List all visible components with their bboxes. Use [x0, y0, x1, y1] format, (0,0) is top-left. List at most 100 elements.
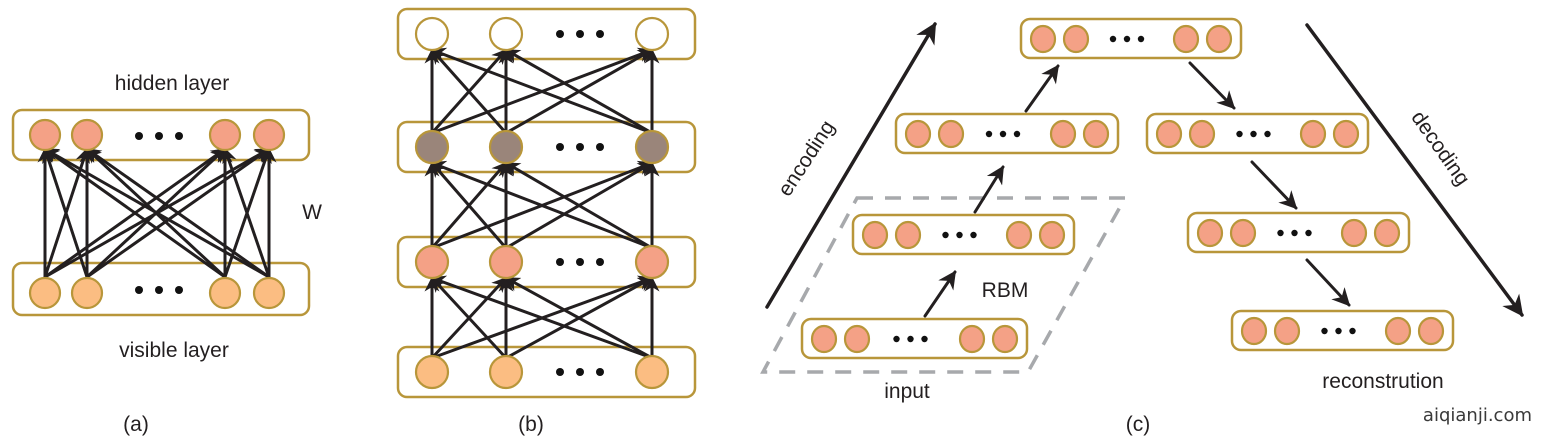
hidden-layer-label: hidden layer	[115, 72, 229, 95]
decode-arrow	[1250, 160, 1298, 210]
layer-edge	[504, 276, 654, 360]
ellipsis-dot	[556, 30, 564, 38]
encoder-layer-1-node	[1005, 220, 1033, 250]
input-layer-node	[810, 324, 838, 354]
ellipsis-dots	[1236, 130, 1271, 138]
hidden-layer-1-node	[488, 244, 524, 280]
ellipsis-dot	[1123, 35, 1131, 43]
weight-edge	[222, 147, 271, 279]
encoder-layer-2-node	[904, 119, 932, 149]
decoder-layer-1-node	[1155, 119, 1183, 149]
ellipsis-dot	[893, 335, 900, 343]
top-layer-node	[414, 16, 450, 52]
weight-edge	[85, 147, 271, 279]
ellipsis-dot	[985, 130, 993, 138]
decoder-layer-2-node	[1196, 218, 1224, 248]
layer-edge	[504, 48, 654, 135]
decoder-layer-2-node	[1373, 218, 1401, 248]
encode-arrow	[1024, 64, 1060, 113]
ellipsis-dot	[596, 30, 604, 38]
ellipsis-dots	[135, 132, 183, 140]
encode-arrow	[973, 165, 1005, 214]
top-layer-node	[634, 16, 670, 52]
decoder-layer-1-node	[1299, 119, 1327, 149]
input-label: input	[884, 380, 930, 403]
ellipsis-dot	[999, 130, 1007, 138]
visible-layer-box	[396, 345, 697, 399]
hidden-layer-2-node	[414, 129, 450, 165]
encoding-arrow	[765, 22, 937, 309]
ellipsis-dot	[596, 143, 604, 151]
ellipsis-dot	[1291, 229, 1298, 237]
ellipsis-dots	[556, 30, 604, 38]
ellipsis-dot	[1349, 327, 1356, 335]
code-layer-node	[1205, 24, 1233, 54]
ellipsis-dot	[576, 368, 584, 376]
hidden-layer-1-box	[396, 235, 697, 289]
ellipsis-dot	[596, 368, 604, 376]
decode-arrow	[1188, 61, 1236, 110]
encoding-label: encoding	[774, 116, 840, 200]
layer-edge	[504, 161, 654, 250]
ellipsis-dot	[556, 143, 564, 151]
encoder-layer-1-node	[894, 220, 922, 250]
encoder-layer-2-node	[937, 119, 965, 149]
ellipsis-dot	[576, 143, 584, 151]
hidden-layer-2-box	[396, 120, 697, 174]
ellipsis-dot	[907, 335, 914, 343]
ellipsis-dot	[155, 132, 163, 140]
code-layer-node	[1029, 24, 1057, 54]
weight-edge	[42, 147, 89, 279]
watermark: aiqianji.com	[1423, 405, 1532, 426]
ellipsis-dots	[135, 286, 183, 294]
ellipsis-dot	[1236, 130, 1243, 138]
encode-arrow	[923, 270, 957, 318]
panel-c-autoencoder	[760, 17, 1524, 374]
ellipsis-dots	[893, 335, 928, 343]
input-layer-node	[958, 324, 986, 354]
decoder-layer-1-node	[1332, 119, 1360, 149]
layer-edge	[430, 47, 654, 135]
ellipsis-dot	[1321, 327, 1328, 335]
encoder-layer-1-node	[861, 220, 889, 250]
rbm-dashed-outline	[760, 196, 1128, 374]
ellipsis-dot	[942, 231, 949, 239]
input-layer-node	[843, 324, 871, 354]
visible-node	[70, 276, 104, 310]
reconstruction-layer-node	[1240, 316, 1268, 346]
hidden-layer-1-node	[414, 244, 450, 280]
decoder-layer-1-node	[1188, 119, 1216, 149]
encoder-layer-2-box	[894, 112, 1120, 155]
layer-edge	[430, 275, 654, 360]
decoder-layer-1-box	[1145, 112, 1370, 155]
input-layer-box	[800, 317, 1029, 360]
layer-edge	[430, 161, 508, 250]
decoding-label: decoding	[1406, 107, 1474, 190]
ellipsis-dot	[956, 231, 963, 239]
weight-edge	[43, 147, 271, 279]
hidden-layer-box	[11, 108, 311, 162]
ellipsis-dot	[135, 132, 143, 140]
visible-node	[28, 276, 62, 310]
hidden-node	[252, 118, 286, 152]
ellipsis-dot	[1305, 229, 1312, 237]
ellipsis-dot	[1264, 130, 1271, 138]
visible-layer-node	[634, 354, 670, 390]
hidden-node	[28, 118, 62, 152]
decoder-layer-2-box	[1186, 211, 1411, 254]
rbm-label: RBM	[982, 279, 1029, 302]
ellipsis-dot	[596, 258, 604, 266]
reconstruction-layer-box	[1230, 309, 1455, 352]
ellipsis-dot	[1013, 130, 1021, 138]
ellipsis-dots	[1321, 327, 1356, 335]
ellipsis-dot	[175, 286, 183, 294]
visible-node	[208, 276, 242, 310]
reconstruction-layer-node	[1273, 316, 1301, 346]
encoder-layer-1-node	[1038, 220, 1066, 250]
decoding-arrow	[1305, 23, 1524, 317]
layer-edge	[430, 276, 508, 360]
weight-label: W	[302, 201, 322, 224]
encoder-layer-1-box	[851, 213, 1076, 256]
encoder-layer-2-node	[1049, 119, 1077, 149]
panel-a-rbm	[11, 108, 311, 317]
